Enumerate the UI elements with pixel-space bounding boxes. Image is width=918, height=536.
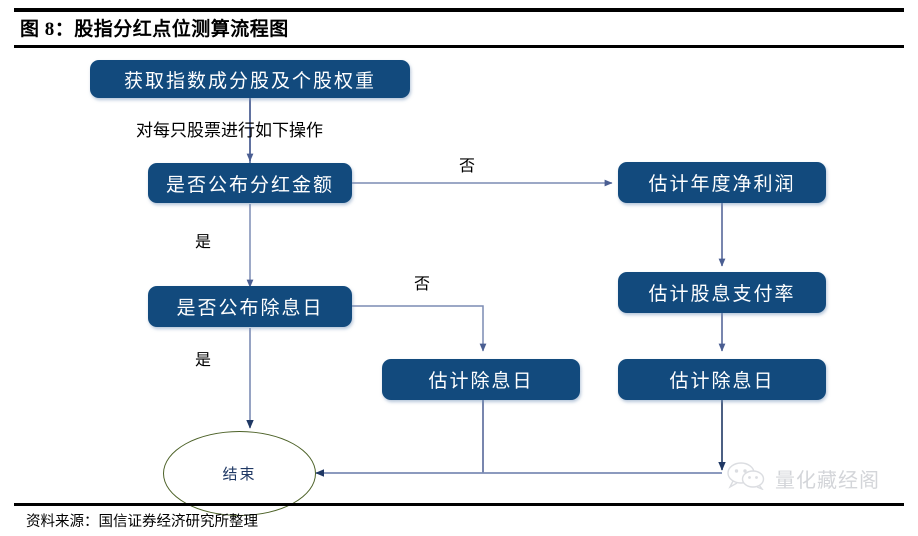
edge-label-no-top: 否 bbox=[459, 158, 476, 175]
figure-title: 图 8：股指分红点位测算流程图 bbox=[20, 19, 289, 40]
node-estimate-exdate-right[interactable]: 估计除息日 bbox=[618, 359, 826, 400]
node-exdate-announced-decision[interactable]: 是否公布除息日 bbox=[148, 286, 352, 327]
figure-source: 资料来源：国信证券经济研究所整理 bbox=[26, 514, 258, 530]
watermark-text: 量化藏经阁 bbox=[775, 470, 880, 492]
edge-label-yes-upper: 是 bbox=[195, 234, 212, 251]
note-each-stock-label: 对每只股票进行如下操作 bbox=[136, 121, 323, 140]
node-estimate-dividend-payout-ratio[interactable]: 估计股息支付率 bbox=[618, 272, 826, 313]
edge-label-yes-lower: 是 bbox=[195, 352, 212, 369]
title-rule-top bbox=[14, 8, 904, 12]
node-get-index-constituents[interactable]: 获取指数成分股及个股权重 bbox=[90, 60, 410, 98]
node-estimate-annual-net-profit[interactable]: 估计年度净利润 bbox=[618, 162, 826, 203]
node-end-terminator[interactable]: 结束 bbox=[163, 431, 316, 516]
title-rule-bottom bbox=[14, 45, 904, 48]
wechat-icon bbox=[726, 462, 768, 495]
edge-n3-to-n4 bbox=[352, 305, 487, 352]
flowchart-edges bbox=[246, 97, 726, 477]
source-rule bbox=[14, 503, 904, 506]
node-dividend-announced-decision[interactable]: 是否公布分红金额 bbox=[148, 163, 352, 203]
flowchart-canvas: 获取指数成分股及个股权重 对每只股票进行如下操作 是否公布分红金额 否 是 是否… bbox=[0, 48, 918, 516]
edge-label-no-middle: 否 bbox=[414, 276, 431, 293]
node-estimate-exdate-middle[interactable]: 估计除息日 bbox=[382, 359, 580, 400]
watermark: 量化藏经阁 bbox=[726, 462, 880, 495]
